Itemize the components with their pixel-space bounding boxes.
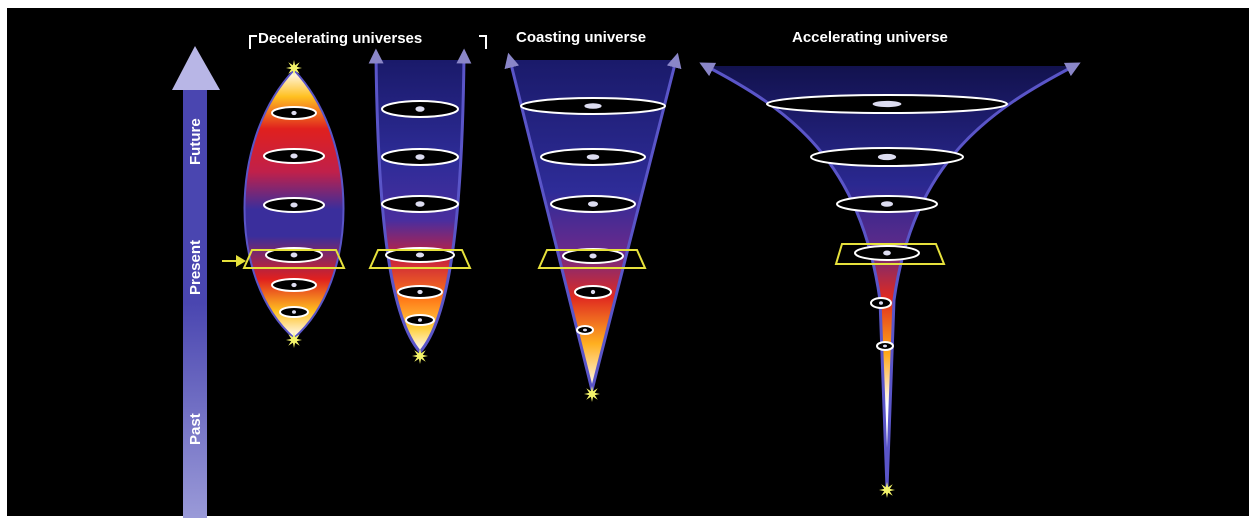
star-icon	[412, 348, 428, 364]
galaxy-core	[883, 250, 891, 256]
galaxy-core	[291, 110, 297, 116]
present-label: Present	[187, 239, 204, 295]
accelerating-title: Accelerating universe	[792, 29, 948, 46]
galaxy-core	[872, 100, 902, 108]
star-icon	[879, 482, 895, 498]
galaxy-core	[587, 201, 599, 207]
galaxy-core	[418, 318, 422, 322]
bracket-right	[479, 35, 487, 49]
time-arrow	[172, 46, 220, 518]
galaxy-core	[590, 289, 596, 295]
galaxy-core	[586, 154, 600, 160]
galaxy-core	[584, 103, 602, 109]
galaxy-core	[290, 252, 298, 258]
accelerating-universe	[699, 62, 1081, 489]
galaxy-core	[583, 328, 587, 332]
galaxy-core	[415, 201, 425, 207]
present-box-accelerating	[834, 243, 946, 265]
star-group	[286, 60, 895, 498]
star-icon	[286, 60, 302, 76]
galaxy-core	[883, 344, 887, 348]
galaxy-core	[292, 310, 296, 314]
galaxy-core	[415, 106, 425, 112]
slice-group	[263, 94, 1008, 351]
galaxy-core	[415, 154, 425, 160]
present-box-coasting	[537, 249, 647, 269]
galaxy-core	[589, 253, 597, 259]
galaxy-core	[881, 201, 893, 207]
star-icon	[584, 386, 600, 402]
galaxy-core	[415, 252, 425, 258]
galaxy-core	[417, 289, 423, 295]
present-markers	[242, 243, 946, 269]
coasting-title: Coasting universe	[516, 29, 647, 46]
galaxy-core	[290, 202, 298, 208]
galaxy-core	[879, 301, 883, 305]
bracket-left	[249, 35, 257, 49]
galaxy-core	[877, 153, 897, 161]
present-box-flat	[368, 249, 472, 269]
present-box-closed	[242, 249, 346, 269]
past-label: Past	[187, 413, 204, 445]
decelerating-title: Decelerating universes	[258, 30, 423, 47]
star-icon	[286, 332, 302, 348]
galaxy-core	[290, 153, 298, 159]
galaxy-core	[291, 282, 297, 288]
present-pointer-icon	[222, 255, 246, 267]
future-label: Future	[187, 118, 204, 165]
